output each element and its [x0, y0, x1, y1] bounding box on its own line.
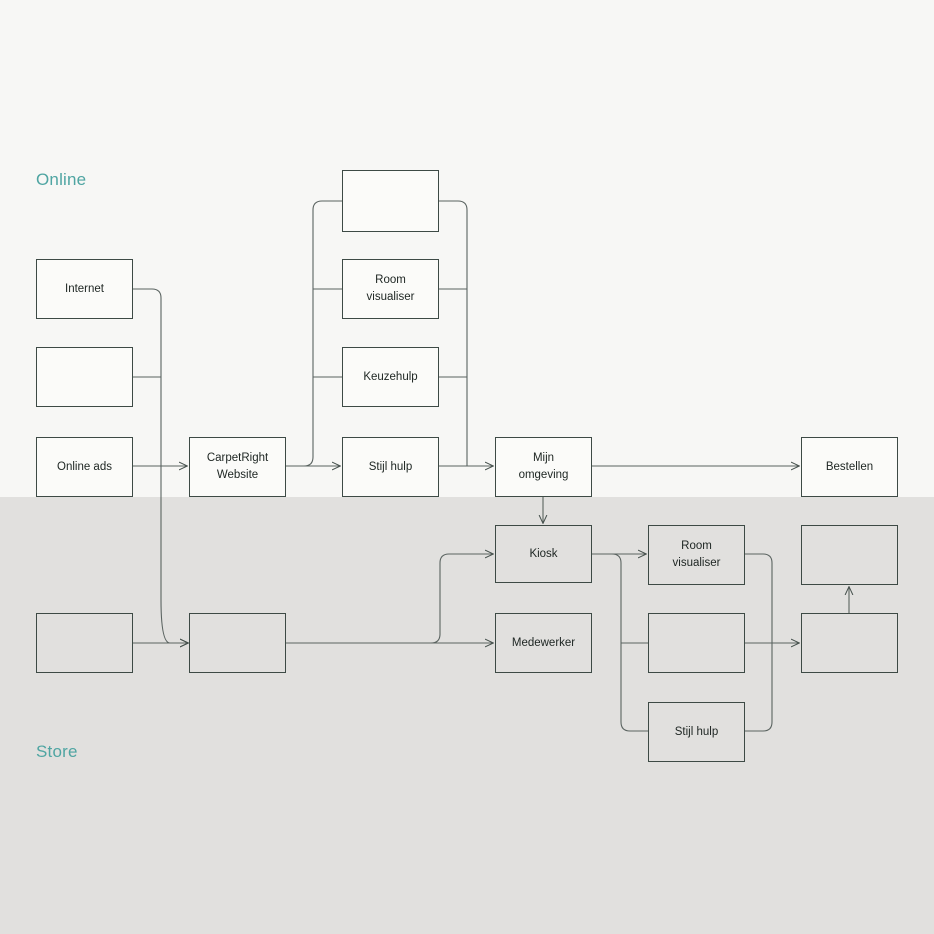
- node-stijl-hulp-online[interactable]: Stijl hulp: [342, 437, 439, 497]
- node-stijl-hulp-store[interactable]: Stijl hulp: [648, 702, 745, 762]
- node-label: Online ads: [57, 460, 112, 473]
- node-kiosk[interactable]: Kiosk: [495, 525, 592, 583]
- node-store-out-bottom[interactable]: [801, 613, 898, 673]
- node-source-2[interactable]: [36, 347, 133, 407]
- node-label: Internet: [65, 282, 104, 295]
- node-label: Kiosk: [529, 547, 558, 560]
- band-label-online: Online: [36, 170, 87, 189]
- node-keuzehulp[interactable]: Keuzehulp: [342, 347, 439, 407]
- band-store: [0, 497, 934, 934]
- node-label: Stijl hulp: [674, 725, 719, 738]
- node-label: CarpetRight Website: [206, 452, 269, 481]
- node-store-tool-mid[interactable]: [648, 613, 745, 673]
- node-room-vis-store[interactable]: Room visualiser: [648, 525, 745, 585]
- node-store-out-top[interactable]: [801, 525, 898, 585]
- node-room-vis-online[interactable]: Room visualiser: [342, 259, 439, 319]
- node-label: Keuzehulp: [363, 370, 418, 383]
- node-mijn-omgeving[interactable]: Mijn omgeving: [495, 437, 592, 497]
- node-tool-top[interactable]: [342, 170, 439, 232]
- node-internet[interactable]: Internet: [36, 259, 133, 319]
- node-bestellen[interactable]: Bestellen: [801, 437, 898, 497]
- node-medewerker[interactable]: Medewerker: [495, 613, 592, 673]
- node-label: Stijl hulp: [368, 460, 413, 473]
- node-online-ads[interactable]: Online ads: [36, 437, 133, 497]
- node-label: Bestellen: [825, 460, 874, 473]
- band-online: [0, 0, 934, 497]
- node-label: Mijn omgeving: [518, 452, 569, 481]
- node-store-entry[interactable]: [189, 613, 286, 673]
- node-label: Room visualiser: [672, 540, 721, 569]
- node-label: Medewerker: [511, 636, 576, 649]
- node-store-source[interactable]: [36, 613, 133, 673]
- node-website[interactable]: CarpetRight Website: [189, 437, 286, 497]
- band-label-store: Store: [36, 742, 78, 761]
- node-label: Room visualiser: [366, 274, 415, 303]
